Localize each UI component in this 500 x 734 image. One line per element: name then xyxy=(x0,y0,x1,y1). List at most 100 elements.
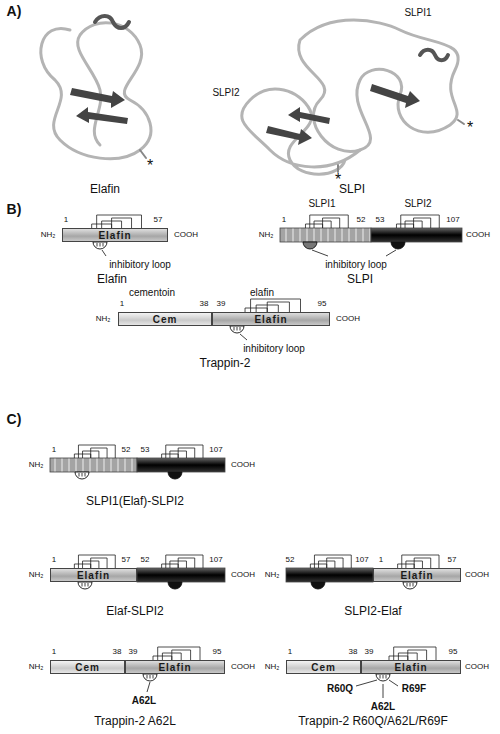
inhibitory-loop xyxy=(376,674,390,681)
residue-number: 53 xyxy=(141,446,150,455)
domain-bar xyxy=(137,568,225,582)
loop-stripe xyxy=(237,327,238,331)
construct-caption: SLPI1(Elaf)-SLPI2 xyxy=(86,495,184,508)
inhibitory-loop xyxy=(78,582,92,589)
residue-number: 107 xyxy=(209,556,222,565)
construct-caption: Elafin xyxy=(97,273,127,286)
construct-caption: Elafin xyxy=(90,183,120,196)
disulfide-bracket xyxy=(323,218,340,228)
loop-stripe xyxy=(97,243,98,247)
construct-caption: SLPI2-Elaf xyxy=(344,605,401,618)
domain-label: SLPI1 xyxy=(308,198,335,209)
residue-number: 95 xyxy=(449,648,458,657)
loop-stripe xyxy=(410,583,411,587)
slpi-ribbon xyxy=(242,20,464,174)
domain-bar xyxy=(137,458,225,472)
residue-number: 95 xyxy=(213,648,222,657)
inhibitory-loop xyxy=(93,242,107,249)
inhibitory-loop xyxy=(311,582,325,589)
terminus-label: COOH xyxy=(465,571,489,580)
loop-label: inhibitory loop xyxy=(243,343,305,354)
residue-number: 95 xyxy=(318,300,327,309)
loop-stripe xyxy=(413,583,414,587)
disulfide-bracket xyxy=(91,558,107,568)
terminus-label: COOH xyxy=(231,461,255,470)
disulfide-bracket xyxy=(112,218,132,228)
terminus-label: COOH xyxy=(465,663,489,672)
residue-number: 57 xyxy=(154,216,163,225)
domain-bar xyxy=(50,458,137,472)
residue-number: 57 xyxy=(122,556,131,565)
disulfide-bracket xyxy=(314,555,351,568)
residue-number: 1 xyxy=(52,446,56,455)
construct-caption: Trappin-2 A62L xyxy=(94,715,176,728)
disulfide-bracket xyxy=(267,302,289,312)
disulfide-bracket xyxy=(172,650,191,660)
disulfide-bracket xyxy=(178,448,195,458)
domain-segment: Cem xyxy=(118,312,212,326)
loop-stripe xyxy=(82,583,83,587)
disulfide-bracket xyxy=(158,647,200,660)
terminus-label: NH₂ xyxy=(96,315,111,324)
loop-stripe xyxy=(383,675,384,679)
construct-caption: Trappin-2 xyxy=(200,357,251,370)
residue-number: 39 xyxy=(365,648,374,657)
terminus-label: NH₂ xyxy=(41,231,56,240)
terminus-label: COOH xyxy=(336,315,360,324)
disulfide-bracket xyxy=(251,299,301,312)
loop-stripe xyxy=(79,473,80,477)
inhibitory-loop xyxy=(303,242,317,249)
residue-number: 53 xyxy=(376,216,385,225)
terminus-label: NH₂ xyxy=(265,663,280,672)
disulfide-bracket xyxy=(78,445,115,458)
disulfide-bracket xyxy=(394,647,436,660)
domain-segment: Cem xyxy=(286,660,361,674)
domain-segment: Elafin xyxy=(62,228,168,242)
domain-segment: Elafin xyxy=(50,568,137,582)
domain-name: Cem xyxy=(311,662,336,673)
domain-segment: Elafin xyxy=(125,660,225,674)
terminus-label: NH₂ xyxy=(265,571,280,580)
inhibitory-loop xyxy=(230,326,244,333)
residue-number: 52 xyxy=(141,556,150,565)
inhibitory-loop xyxy=(168,472,182,479)
domain-label: SLPI2 xyxy=(404,198,431,209)
disulfide-bracket xyxy=(401,215,439,228)
domain-segment: Elafin xyxy=(361,660,461,674)
terminus-label: COOH xyxy=(231,663,255,672)
terminus-label: COOH xyxy=(466,231,490,240)
loop-stripe xyxy=(380,675,381,679)
disulfide-bracket xyxy=(166,555,203,568)
inhibitory-loop xyxy=(75,472,89,479)
loop-stripe xyxy=(147,675,148,679)
residue-number: 38 xyxy=(113,648,122,657)
domain-name: Cem xyxy=(153,314,178,325)
slpi-strands xyxy=(266,84,420,145)
domain-label: SLPI2 xyxy=(212,87,239,98)
loop-stripe xyxy=(386,675,387,679)
panel-letter: A) xyxy=(7,4,22,19)
mutation-label: R60Q xyxy=(327,683,353,694)
domain-segment: Cem xyxy=(50,660,125,674)
residue-number: 107 xyxy=(446,216,459,225)
construct-caption: Trappin-2 R60Q/A62L/R69F xyxy=(298,715,448,728)
panel-letter: C) xyxy=(7,412,22,427)
inhibitory-loop xyxy=(391,242,405,249)
residue-number: 39 xyxy=(217,300,226,309)
construct-caption: SLPI xyxy=(339,183,365,196)
residue-number: 52 xyxy=(286,556,295,565)
domain-bars xyxy=(50,215,462,681)
loop-stripe xyxy=(234,327,235,331)
construct-caption: Elaf-SLPI2 xyxy=(106,605,163,618)
mutation-label: A62L xyxy=(371,701,395,712)
residue-number: 1 xyxy=(282,216,286,225)
disulfide-bracket xyxy=(414,218,431,228)
disulfide-bracket xyxy=(414,558,431,568)
construct-caption: SLPI xyxy=(347,273,373,286)
residue-number: 1 xyxy=(379,556,383,565)
residue-number: 1 xyxy=(120,300,124,309)
loop-stripe xyxy=(85,583,86,587)
residue-number: 1 xyxy=(64,216,68,225)
domain-bar xyxy=(286,568,373,582)
